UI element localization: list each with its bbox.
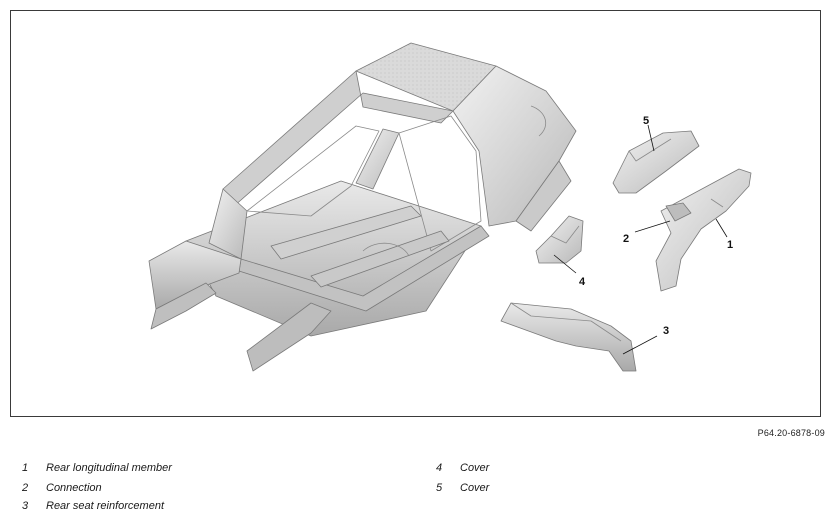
- figure-frame: 1 2 3 4 5: [10, 10, 821, 417]
- callout-5: 5: [643, 115, 649, 127]
- legend-item-label: Cover: [460, 462, 490, 474]
- legend-item-label: Rear seat reinforcement: [46, 500, 164, 512]
- legend-item-number: 1: [22, 462, 29, 474]
- legend: 1 Rear longitudinal member 2 Connection 3 R…: [22, 462, 582, 520]
- legend-item-number: 3: [22, 500, 29, 512]
- legend-item-number: 5: [436, 482, 443, 494]
- legend-item: 1 Rear longitudinal member: [22, 462, 172, 480]
- figure-reference-code: P64.20-6878-09: [757, 428, 825, 438]
- part-cover-5: [612, 130, 700, 194]
- callout-3: 3: [663, 325, 669, 337]
- legend-item: 5 Cover: [436, 482, 489, 500]
- body-in-white-illustration: 1 2 3 4 5: [148, 42, 752, 372]
- legend-item-label: Connection: [46, 482, 102, 494]
- callout-2: 2: [623, 233, 629, 245]
- part-connection: [665, 202, 692, 222]
- legend-item: 4 Cover: [436, 462, 489, 480]
- leader-line-4: [553, 254, 577, 274]
- car-body-shell: [148, 42, 577, 372]
- part-cover-4: [535, 215, 584, 264]
- leader-line-3: [622, 335, 658, 355]
- part-rear-seat-reinforcement: [500, 302, 637, 372]
- legend-item-number: 4: [436, 462, 443, 474]
- legend-item: 3 Rear seat reinforcement: [22, 500, 164, 518]
- legend-item: 2 Connection: [22, 482, 102, 500]
- callout-4: 4: [579, 276, 586, 288]
- leader-line-5: [647, 124, 655, 152]
- legend-item-label: Cover: [460, 482, 490, 494]
- legend-item-number: 2: [22, 482, 29, 494]
- leader-line-2: [634, 220, 671, 233]
- legend-item-label: Rear longitudinal member: [46, 462, 172, 474]
- part-rear-longitudinal-member: [655, 168, 752, 292]
- leader-line-1: [715, 218, 728, 238]
- callout-1: 1: [727, 239, 733, 251]
